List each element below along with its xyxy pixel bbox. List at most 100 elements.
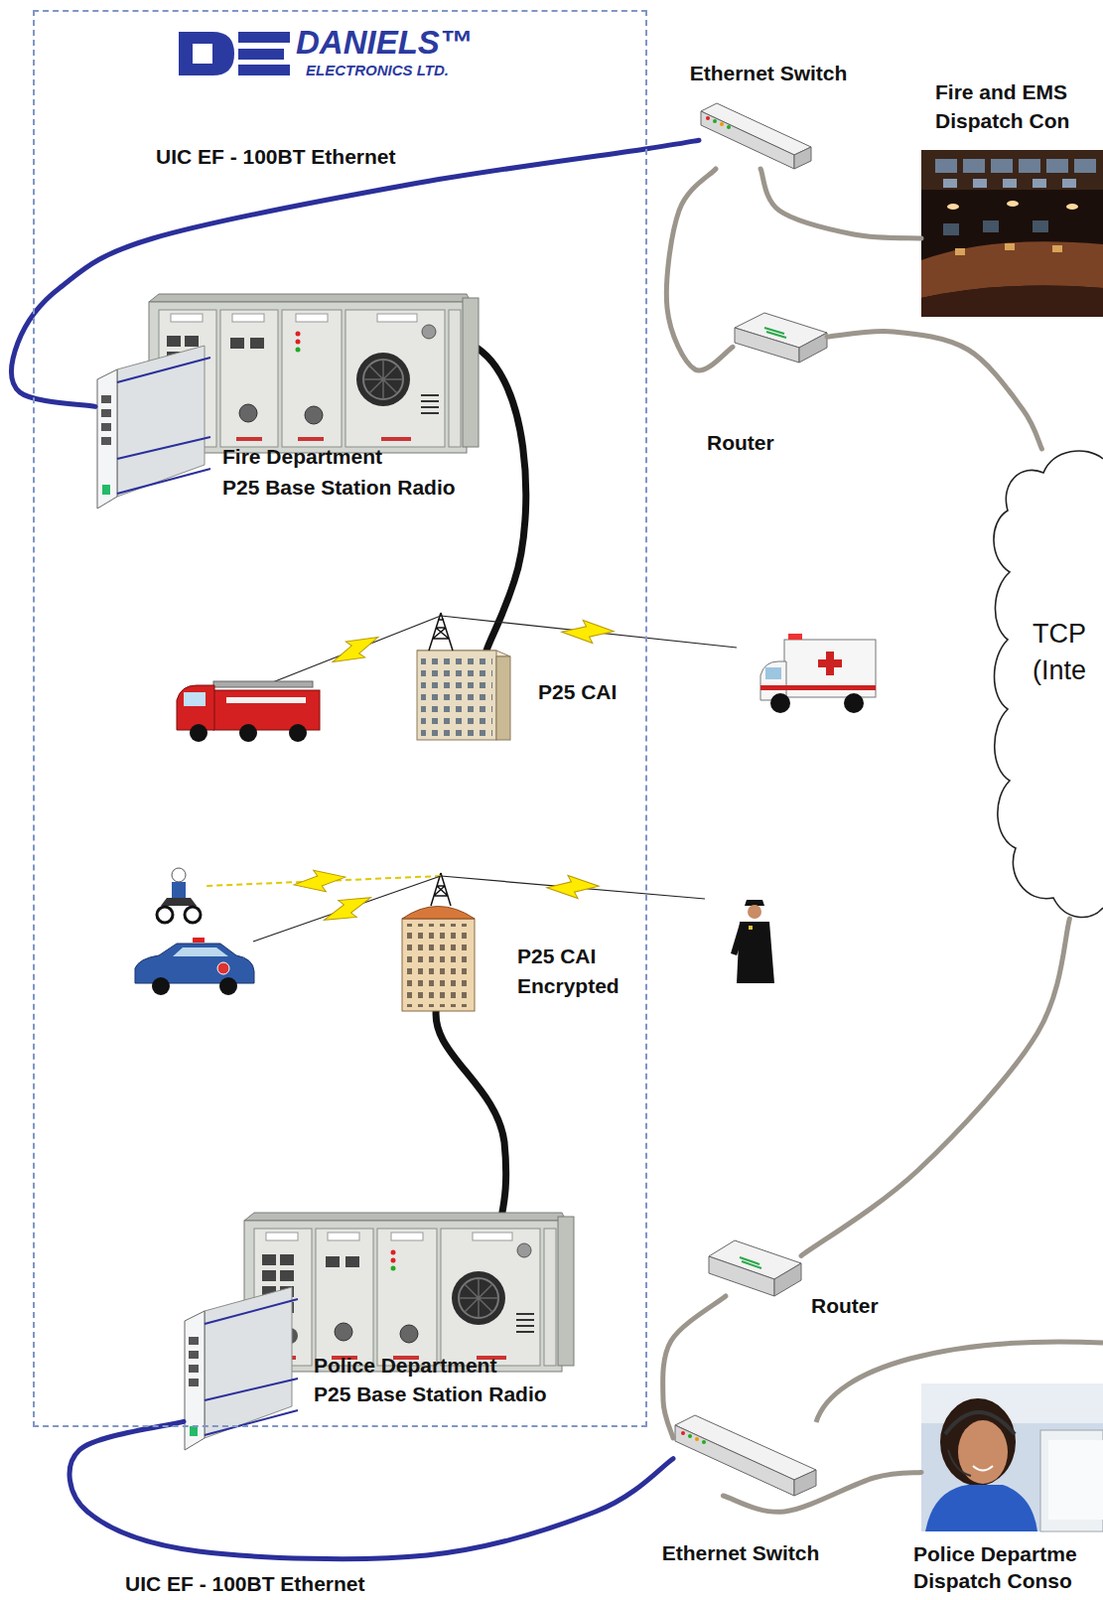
dispatch-room-photo bbox=[1074, 158, 1097, 173]
network-cloud-label-holder: TCP bbox=[1032, 617, 1087, 650]
dispatch-room-photo bbox=[1062, 178, 1077, 188]
router-label: Router bbox=[706, 429, 775, 455]
base-station-radio: Police DepartmentP25 Base Station Radio bbox=[183, 1212, 577, 1450]
ambulance bbox=[760, 633, 876, 713]
cable-connector bbox=[801, 918, 1070, 1255]
edge-label: UIC EF - 100BT Ethernet bbox=[152, 143, 400, 169]
fire-truck bbox=[183, 691, 206, 706]
router-icon bbox=[734, 312, 828, 363]
ethernet-switch-icon bbox=[700, 111, 795, 169]
base-station-radio-label-holder: P25 Base Station Radio bbox=[313, 1380, 548, 1406]
cable-connector bbox=[11, 139, 699, 407]
network-cloud-label: (Inte bbox=[1032, 654, 1087, 687]
edge-label-holder: UIC EF - 100BT Ethernet bbox=[152, 143, 400, 169]
router: Router bbox=[732, 310, 828, 363]
ambulance bbox=[818, 659, 842, 668]
ethernet-switch-label-holder: Ethernet Switch bbox=[662, 1539, 821, 1565]
dispatcher-photo bbox=[921, 1382, 1103, 1531]
radio-tower-building bbox=[402, 906, 475, 920]
radio-link bbox=[546, 873, 600, 900]
dispatch-room-photo bbox=[963, 158, 985, 173]
fire-truck bbox=[176, 685, 215, 730]
fire-truck bbox=[176, 681, 320, 742]
caption-label: P25 CAI Encrypted bbox=[517, 941, 637, 1001]
police-car bbox=[151, 976, 170, 995]
dispatch-room-photo bbox=[955, 248, 966, 256]
network-cable bbox=[816, 1341, 1103, 1422]
ethernet-switch: Ethernet Switch bbox=[698, 97, 812, 169]
police-car bbox=[135, 943, 255, 983]
dispatch-room-photo bbox=[935, 158, 958, 173]
ethernet-switch-label: Ethernet Switch bbox=[689, 60, 848, 86]
dispatcher-photo bbox=[940, 1397, 1016, 1486]
caption-label-holder: P25 CAI Encrypted bbox=[517, 941, 637, 1001]
fire-truck bbox=[189, 723, 208, 742]
dispatcher-photo bbox=[925, 1484, 1038, 1531]
router-icon bbox=[739, 1256, 762, 1268]
radio-link bbox=[206, 615, 737, 942]
router-label: Router bbox=[811, 1292, 879, 1318]
ambulance bbox=[765, 667, 782, 680]
radio-link bbox=[440, 615, 737, 648]
ethernet-switch-icon bbox=[794, 1469, 817, 1496]
ethernet-switch-icon bbox=[694, 1436, 699, 1441]
dispatcher-photo bbox=[972, 1465, 993, 1471]
cable-connector bbox=[666, 168, 733, 371]
company-logo-mark bbox=[238, 48, 284, 60]
ambulance bbox=[788, 633, 803, 640]
company-logo-mark bbox=[238, 31, 290, 43]
police-motorcycle bbox=[156, 867, 201, 923]
police-car bbox=[172, 947, 229, 957]
edge-label: UIC EF - 100BT Ethernet bbox=[122, 1570, 369, 1596]
fire-truck bbox=[213, 681, 313, 688]
caption-label-holder: P25 CAI bbox=[538, 679, 617, 704]
dispatch-room-photo bbox=[921, 149, 1103, 190]
police-officer bbox=[748, 925, 753, 930]
base-station-radio-label-holder: Police Department bbox=[313, 1352, 497, 1378]
police-car bbox=[135, 937, 255, 995]
radio-link bbox=[253, 875, 441, 942]
base-station-rack bbox=[97, 345, 211, 509]
police-officer bbox=[747, 904, 762, 919]
fire-truck bbox=[213, 689, 320, 730]
network-cloud: TCP (Inte bbox=[991, 448, 1103, 919]
dispatcher-photo bbox=[948, 1449, 971, 1476]
ethernet-switch-icon bbox=[675, 1414, 817, 1496]
dispatch-room-photo bbox=[982, 220, 999, 233]
dispatch-room-photo bbox=[921, 285, 1103, 317]
dispatch-room-photo bbox=[947, 203, 960, 210]
coax-cable bbox=[435, 1004, 507, 1218]
base-station-radio-label-holder: P25 Base Station Radio bbox=[222, 474, 456, 500]
base-station-radio-label-holder: Fire Department bbox=[222, 443, 383, 469]
dispatch-room-photo bbox=[921, 149, 1103, 317]
router-icon bbox=[708, 1255, 775, 1296]
radio-link bbox=[327, 629, 384, 670]
fire-truck bbox=[226, 696, 306, 703]
router-icon bbox=[774, 1262, 802, 1296]
base-station-rack bbox=[244, 1212, 574, 1372]
dispatcher-photo bbox=[921, 1382, 1103, 1531]
base-station-radio-label: Fire Department bbox=[222, 443, 383, 469]
dispatch-room-photo bbox=[972, 178, 987, 188]
radio-tower-building bbox=[420, 657, 493, 737]
ethernet-switch-label: Ethernet Switch bbox=[662, 1539, 821, 1565]
cable-connector bbox=[760, 168, 922, 239]
router: Router bbox=[706, 1238, 802, 1296]
base-station-radio-label: P25 Base Station Radio bbox=[313, 1380, 548, 1406]
vendor-region-label-holder: ELECTRONICS LTD. bbox=[305, 61, 449, 80]
vendor-region-label: ELECTRONICS LTD. bbox=[305, 61, 449, 80]
radio-link bbox=[270, 615, 441, 684]
dispatch-room-photo bbox=[1018, 158, 1041, 173]
ethernet-switch-icon bbox=[719, 122, 724, 127]
ethernet-switch-icon bbox=[688, 1433, 692, 1438]
ethernet-switch-icon bbox=[675, 1424, 795, 1496]
dispatch-room-photo bbox=[1006, 200, 1019, 207]
ambulance bbox=[770, 692, 791, 713]
cloud-outline bbox=[993, 450, 1103, 918]
fire-truck bbox=[239, 723, 258, 742]
base-station-rack bbox=[184, 1212, 574, 1450]
dispatcher-photo bbox=[1040, 1429, 1103, 1531]
